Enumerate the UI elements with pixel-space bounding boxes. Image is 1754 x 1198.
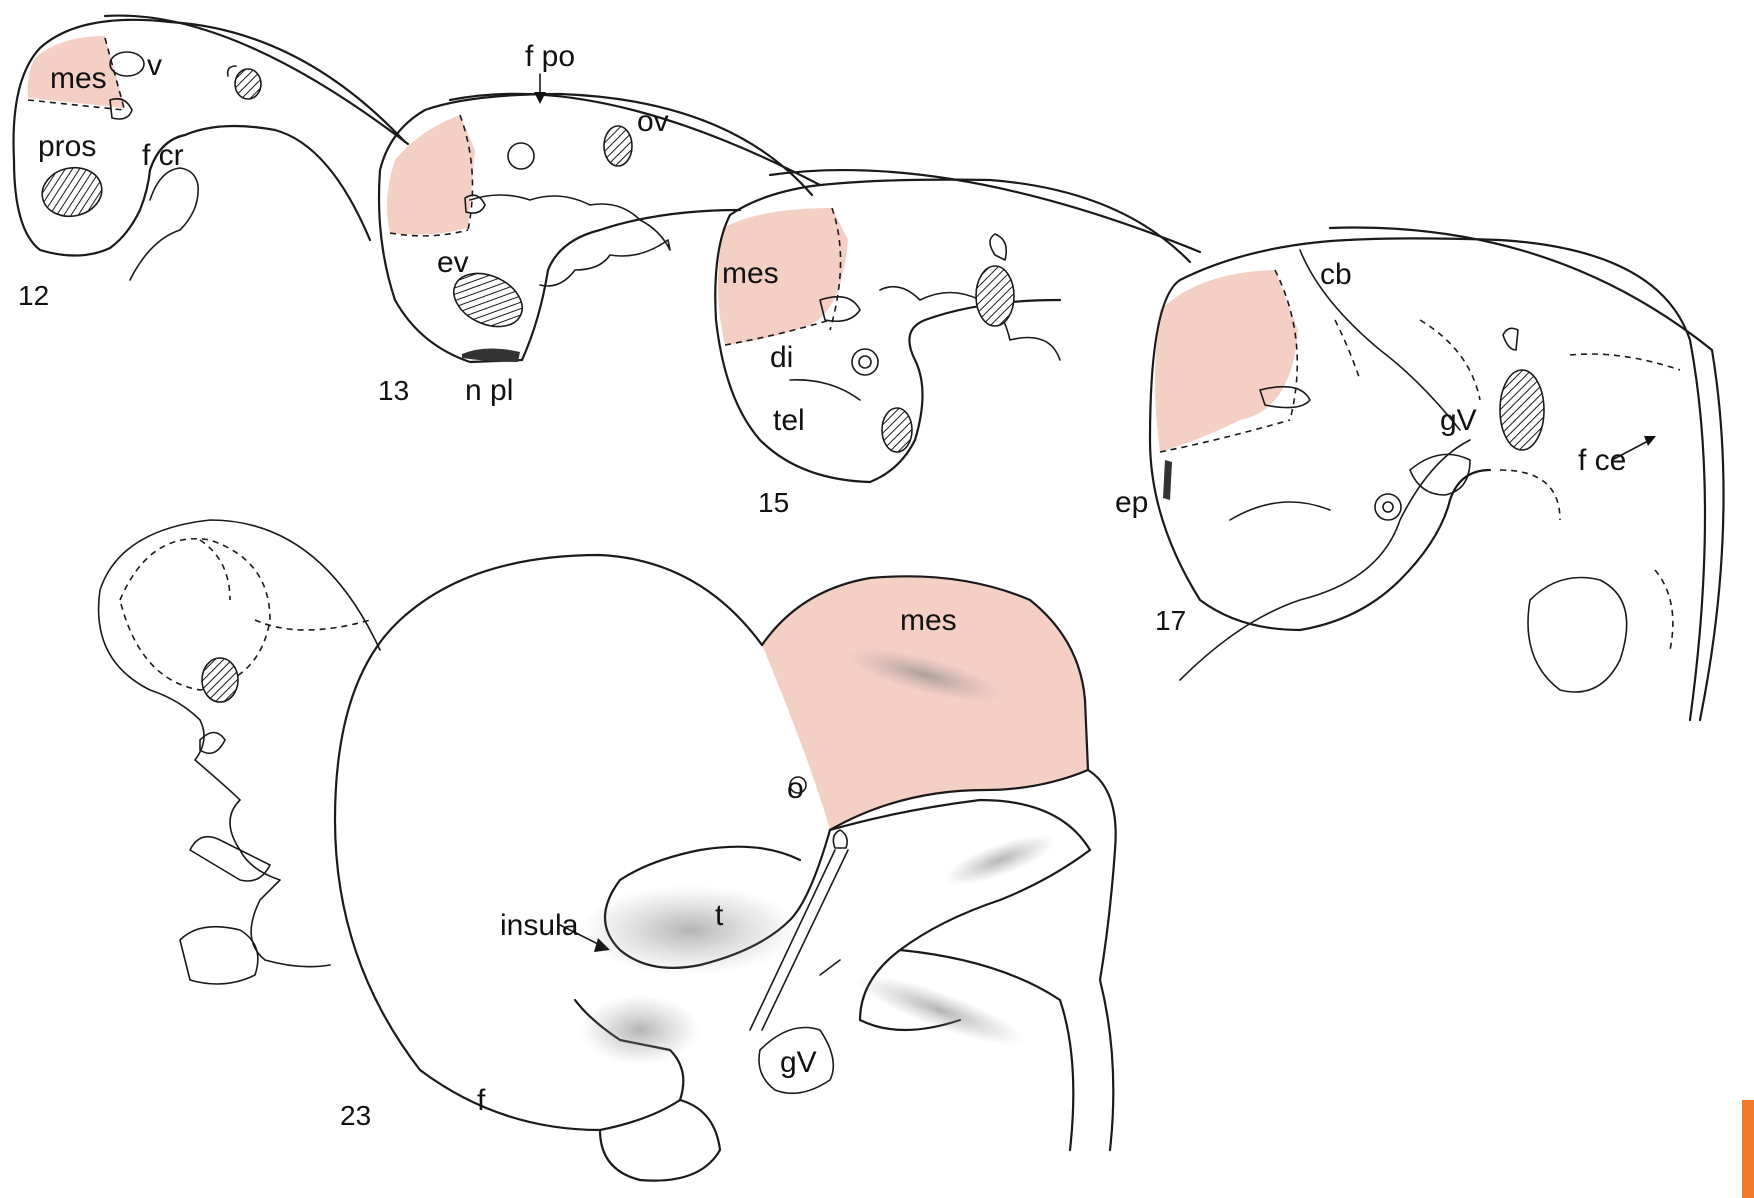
- stage-17-otic-vesicle: [1500, 370, 1544, 450]
- stage-23-hemisphere: [335, 555, 762, 1130]
- stage-15-otic-vesicle: [976, 266, 1014, 326]
- stage-12-label-pros: pros: [38, 130, 96, 163]
- stage-23-stipple-pons: [849, 962, 1030, 1057]
- stage-15-stalk: [990, 234, 1006, 260]
- stage-13-label-ov: ov: [637, 105, 669, 138]
- stage-13-branchial: [470, 195, 670, 286]
- stage-17-mes-region: [1155, 270, 1298, 452]
- inset-dash-2: [200, 540, 230, 600]
- stage-15-lens-outer: [852, 349, 878, 375]
- inset-limb-tube: [190, 837, 270, 881]
- stage-17-label-cb: cb: [1320, 258, 1352, 291]
- stage-15-branchial: [880, 287, 1060, 360]
- stage-13-outer-arc: [450, 94, 820, 185]
- stage-17-label-ep: ep: [1115, 486, 1148, 519]
- edge-accent-tab: [1742, 1100, 1754, 1198]
- inset-dash-brain: [120, 539, 270, 690]
- stage-17-ep-mark: [1163, 460, 1172, 500]
- stage-23-inset-embryo: [99, 520, 380, 984]
- stage-17-lens-inner: [1383, 502, 1393, 512]
- stage-13-label-ev: ev: [437, 246, 469, 279]
- stage-23-label-o: o: [787, 772, 804, 805]
- stage-12-vesicle-open: [110, 52, 144, 76]
- stage-13-label-fpo: f po: [525, 40, 575, 73]
- inset-embryo-outline: [99, 520, 380, 967]
- stage-17-dash-4: [1420, 320, 1480, 400]
- stage-15-label-tel: tel: [773, 404, 805, 437]
- stage-12-label-mes: mes: [50, 62, 107, 95]
- stage-17-dash-7: [1655, 570, 1673, 650]
- stage-23-number: 23: [340, 1100, 371, 1131]
- stage-23-label-gv: gV: [780, 1046, 817, 1079]
- stage-23-stipple-insula: [580, 885, 800, 975]
- stage-23-label-t: t: [715, 899, 724, 932]
- stage-12-otic-rim: [228, 66, 236, 76]
- stage-15-label-mes: mes: [722, 257, 779, 290]
- inset-eye: [202, 658, 238, 702]
- stage-15-label-di: di: [770, 341, 793, 374]
- stage-17-lens-outer: [1375, 494, 1401, 520]
- stage-12-number: 12: [18, 280, 49, 311]
- stage-17: cb gV f ce ep 17: [1115, 228, 1724, 720]
- stage-23-label-f: f: [477, 1084, 486, 1117]
- stage-12-otic-vesicle: [235, 69, 261, 99]
- stage-13-label-npl: n pl: [465, 374, 513, 407]
- stage-17-label-gv: gV: [1440, 404, 1477, 437]
- stage-17-number: 17: [1155, 605, 1186, 636]
- stage-13-number: 13: [378, 375, 409, 406]
- stage-15-eye: [882, 408, 912, 452]
- stage-23: mes o insula t gV f 23: [335, 555, 1116, 1181]
- stage-13-nasal-placode: [462, 348, 520, 362]
- stage-23-stipple-hind: [938, 824, 1062, 895]
- stage-12-eye: [38, 162, 107, 221]
- inset-hand: [180, 927, 258, 984]
- stage-23-stem: [1088, 770, 1116, 1150]
- stage-17-dash-6: [1500, 470, 1560, 520]
- stage-23-label-insula: insula: [500, 909, 579, 942]
- stage-13-fpo-arrowhead: [534, 92, 546, 104]
- stage-17-stalk: [1503, 328, 1518, 350]
- stage-15-di-tel-boundary: [790, 380, 860, 400]
- stage-23-nerve-stalk: [833, 830, 847, 848]
- stage-12-lower-jaw: [130, 168, 198, 280]
- stage-17-inner-curve: [1230, 502, 1330, 520]
- stage-23-nerve-3: [820, 960, 840, 975]
- stage-13-mes-region: [387, 115, 475, 235]
- stage-17-limb-bud: [1528, 578, 1627, 693]
- stage-23-label-mes: mes: [900, 604, 957, 637]
- stage-17-dash-5: [1570, 354, 1680, 370]
- stage-12-label-v: v: [147, 49, 162, 82]
- stage-23-stipple-lower: [580, 995, 700, 1065]
- stage-13-otic-vesicle: [604, 126, 632, 166]
- stage-17-fce-arrowhead: [1644, 436, 1656, 446]
- inset-dash-3: [255, 620, 370, 630]
- stage-17-gv-ganglion: [1410, 454, 1470, 495]
- stage-12-label-fcr: f cr: [142, 139, 184, 172]
- stage-15-lens-inner: [859, 356, 871, 368]
- stage-17-jaw: [1180, 440, 1470, 680]
- stage-15-number: 15: [758, 487, 789, 518]
- stage-17-label-fce: f ce: [1578, 444, 1626, 477]
- stage-12: mes v pros f cr 12: [14, 16, 408, 311]
- stage-15: mes di tel 15: [715, 170, 1200, 518]
- stage-13-vesicle-open: [508, 143, 534, 169]
